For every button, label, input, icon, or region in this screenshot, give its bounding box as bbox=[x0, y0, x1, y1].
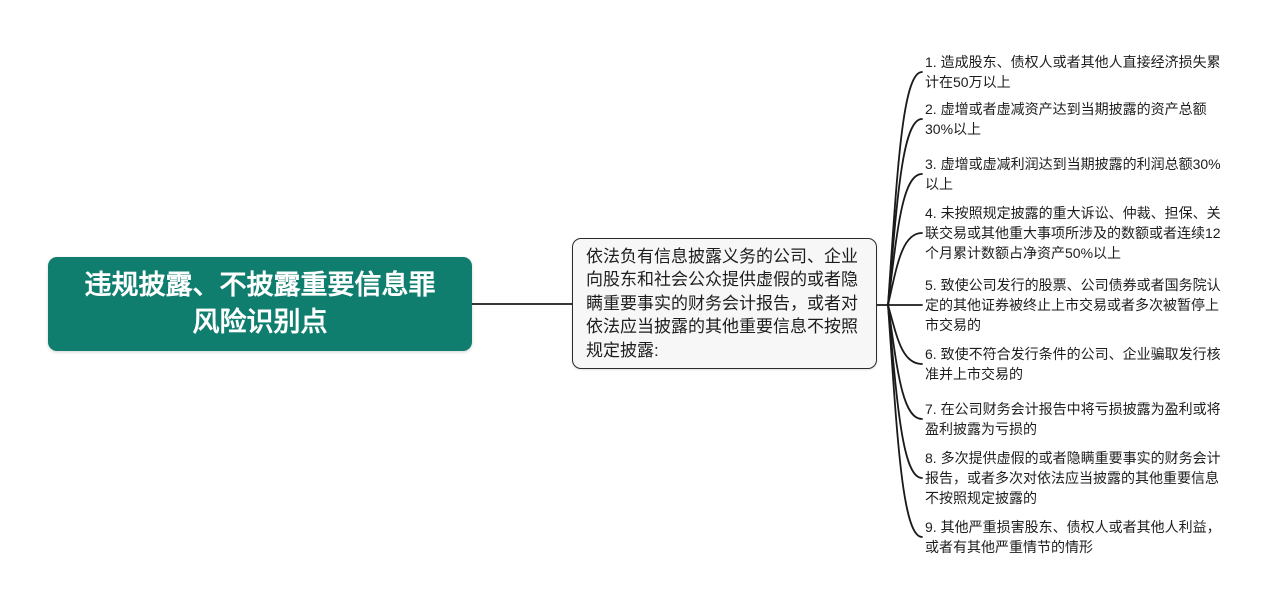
risk-item-1-text: 1. 造成股东、债权人或者其他人直接经济损失累计在50万以上 bbox=[925, 54, 1221, 90]
root-title-line1: 违规披露、不披露重要信息罪 bbox=[84, 270, 436, 300]
definition-text: 依法负有信息披露义务的公司、企业向股东和社会公众提供虚假的或者隐瞒重要事实的财务… bbox=[586, 246, 858, 360]
risk-item-2-text: 2. 虚增或者虚减资产达到当期披露的资产总额30%以上 bbox=[925, 101, 1207, 137]
definition-node[interactable]: 依法负有信息披露义务的公司、企业向股东和社会公众提供虚假的或者隐瞒重要事实的财务… bbox=[572, 238, 877, 369]
risk-item-6[interactable]: 6. 致使不符合发行条件的公司、企业骗取发行核准并上市交易的 bbox=[925, 344, 1225, 384]
risk-item-8-text: 8. 多次提供虚假的或者隐瞒重要事实的财务会计报告，或者多次对依法应当披露的其他… bbox=[925, 450, 1221, 506]
risk-item-6-text: 6. 致使不符合发行条件的公司、企业骗取发行核准并上市交易的 bbox=[925, 346, 1221, 382]
risk-item-5[interactable]: 5. 致使公司发行的股票、公司债券或者国务院认定的其他证券被终止上市交易或者多次… bbox=[925, 275, 1225, 335]
risk-item-7[interactable]: 7. 在公司财务会计报告中将亏损披露为盈利或将盈利披露为亏损的 bbox=[925, 399, 1225, 439]
risk-item-5-text: 5. 致使公司发行的股票、公司债券或者国务院认定的其他证券被终止上市交易或者多次… bbox=[925, 277, 1221, 333]
risk-item-9-text: 9. 其他严重损害股东、债权人或者其他人利益，或者有其他严重情节的情形 bbox=[925, 519, 1221, 555]
root-topic-node[interactable]: 违规披露、不披露重要信息罪 风险识别点 bbox=[48, 257, 472, 351]
risk-item-8[interactable]: 8. 多次提供虚假的或者隐瞒重要事实的财务会计报告，或者多次对依法应当披露的其他… bbox=[925, 448, 1225, 508]
risk-item-4-text: 4. 未按照规定披露的重大诉讼、仲裁、担保、关联交易或其他重大事项所涉及的数额或… bbox=[925, 205, 1221, 261]
risk-item-7-text: 7. 在公司财务会计报告中将亏损披露为盈利或将盈利披露为亏损的 bbox=[925, 401, 1221, 437]
risk-item-3[interactable]: 3. 虚增或虚减利润达到当期披露的利润总额30%以上 bbox=[925, 154, 1225, 194]
risk-item-3-text: 3. 虚增或虚减利润达到当期披露的利润总额30%以上 bbox=[925, 156, 1221, 192]
risk-item-4[interactable]: 4. 未按照规定披露的重大诉讼、仲裁、担保、关联交易或其他重大事项所涉及的数额或… bbox=[925, 203, 1225, 263]
risk-item-9[interactable]: 9. 其他严重损害股东、债权人或者其他人利益，或者有其他严重情节的情形 bbox=[925, 517, 1225, 557]
risk-item-1[interactable]: 1. 造成股东、债权人或者其他人直接经济损失累计在50万以上 bbox=[925, 52, 1225, 92]
risk-item-2[interactable]: 2. 虚增或者虚减资产达到当期披露的资产总额30%以上 bbox=[925, 99, 1225, 139]
root-title-line2: 风险识别点 bbox=[192, 307, 328, 337]
